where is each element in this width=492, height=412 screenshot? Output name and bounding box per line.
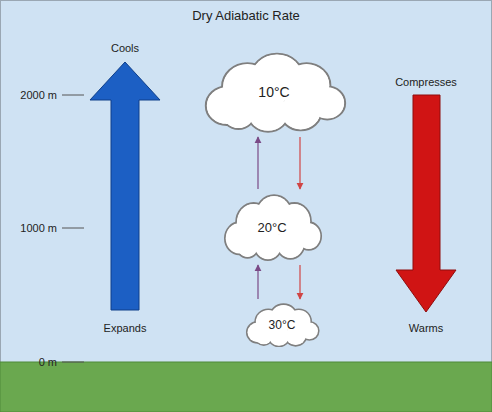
air-movement-arrow: [257, 137, 258, 189]
rising-arrow: [90, 62, 160, 310]
sinking-arrow: [396, 95, 456, 312]
axis-label: 1000 m: [20, 222, 57, 235]
air-movement-arrow: [299, 137, 300, 189]
axis-label: 0 m: [39, 356, 57, 369]
axis-tick: [62, 95, 84, 96]
cloud-node: 30°C: [244, 303, 320, 347]
ground: [0, 362, 492, 412]
cloud-node: 10°C: [200, 51, 348, 133]
temperature-label: 10°C: [258, 84, 289, 100]
process-label: Cools: [111, 42, 139, 55]
process-label: Warms: [409, 322, 443, 335]
air-movement-arrow: [299, 265, 300, 299]
temperature-label: 30°C: [269, 318, 296, 332]
temperature-label: 20°C: [257, 220, 286, 235]
air-movement-arrow: [257, 265, 258, 299]
axis-tick: [62, 228, 84, 229]
process-label: Compresses: [395, 76, 457, 89]
cloud-node: 20°C: [221, 193, 323, 261]
axis-tick: [62, 362, 84, 363]
axis-label: 2000 m: [20, 89, 57, 102]
diagram-title: Dry Adiabatic Rate: [192, 8, 300, 24]
process-label: Expands: [104, 322, 147, 335]
